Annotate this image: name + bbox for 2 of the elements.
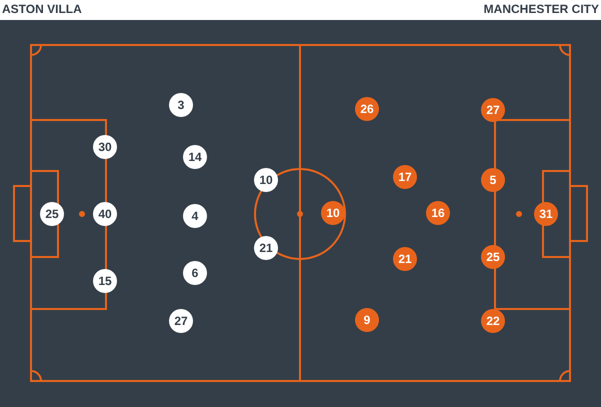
team-name: MANCHESTER CITY xyxy=(484,2,599,16)
team-name: ASTON VILLA xyxy=(2,2,82,16)
